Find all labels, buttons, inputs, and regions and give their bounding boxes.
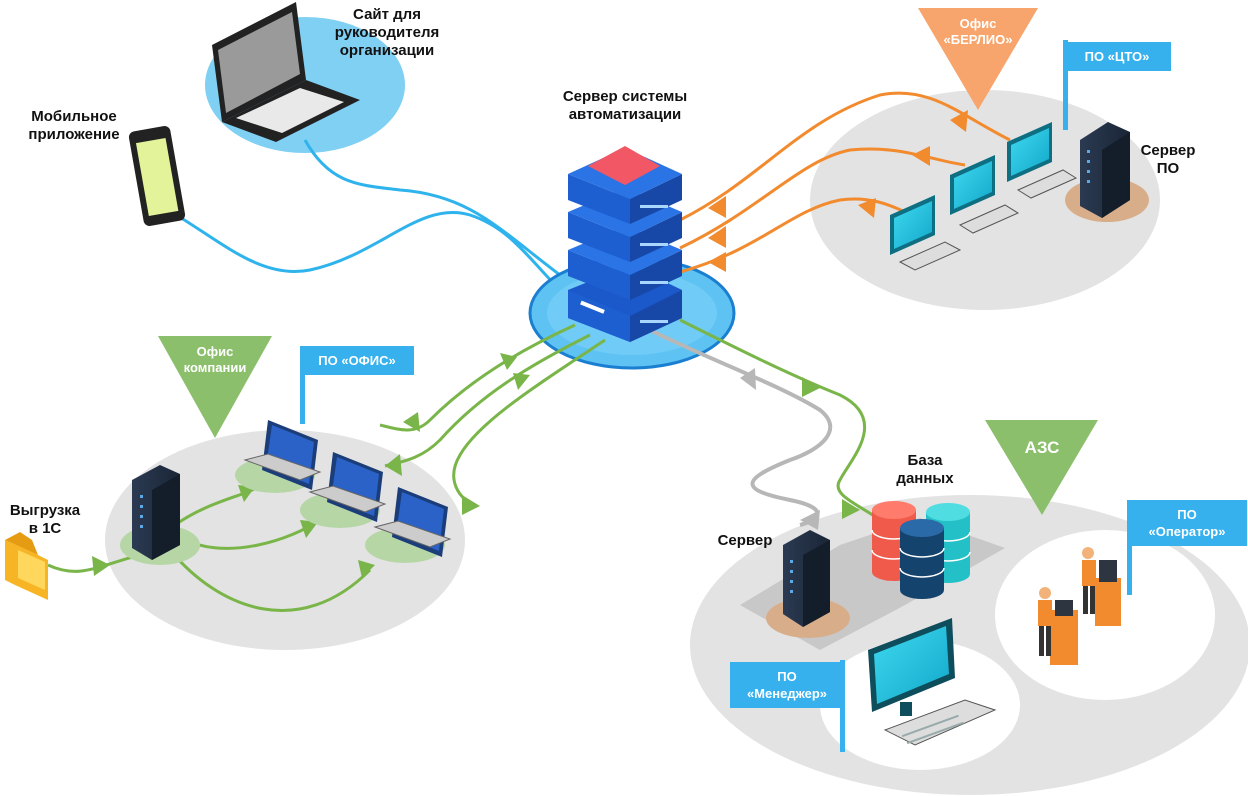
workstation-1 [890,195,962,271]
green-links [47,318,881,612]
berlio-platform [810,90,1160,310]
blue-links [167,139,562,292]
company-office-triangle [158,336,272,438]
azs-label: АЗС [1024,438,1060,457]
laptop-icon[interactable] [212,2,360,142]
database-icon[interactable] [871,501,971,599]
workstation-3 [1007,122,1078,199]
company-laptops[interactable] [235,420,452,563]
folder-icon[interactable] [5,532,48,600]
mobile-phone-icon[interactable] [128,125,186,227]
manager-software-flag: ПО «Менеджер» [730,662,844,708]
manager-computer-icon[interactable] [868,618,997,746]
workstation-2 [950,155,1020,234]
main-server-icon[interactable] [568,146,682,342]
server-label: Сервер [717,532,773,549]
green-arrows [92,353,860,578]
berlio-office-label: Офис «БЕРЛИО» [943,16,1013,47]
cto-flag-pole [1063,40,1068,130]
mobile-label: Мобильное приложение [28,108,120,143]
berlio-workstations[interactable] [890,122,1078,271]
operator-software-flag: ПО «Оператор» [1127,500,1247,546]
office-flag-pole [300,346,305,424]
site-label: Сайт для руководителя организации [334,6,440,59]
azs-server-icon[interactable] [783,530,830,627]
operator-flag-pole [1127,500,1132,595]
office-software-flag: ПО «ОФИС» [300,346,414,375]
operator-terminals[interactable] [1038,547,1121,665]
server-po-label: Сервер ПО [1140,142,1196,177]
company-office-label: Офис компании [183,344,247,375]
export-1c-label: Выгрузка в 1С [9,502,81,537]
main-server-label: Сервер системы автоматизации [562,88,688,123]
cto-software-flag: ПО «ЦТО» [1063,42,1171,71]
grey-arrows [740,368,820,530]
database-label: База данных [896,452,954,487]
server-po-icon[interactable] [1080,122,1130,218]
berlio-office-triangle [918,8,1038,110]
azs-triangle [985,420,1098,515]
orange-arrows [708,110,968,272]
company-server-icon[interactable] [120,465,200,565]
